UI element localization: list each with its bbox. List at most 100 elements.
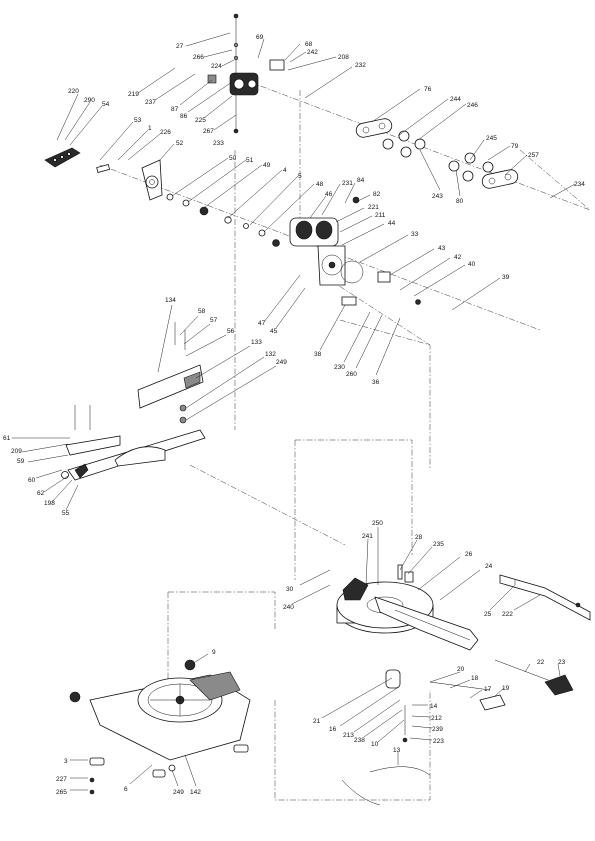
callout-87: 87 [171, 106, 179, 113]
callout-27: 27 [176, 43, 184, 50]
callout-47: 47 [258, 320, 266, 327]
callout-26: 26 [465, 551, 473, 558]
callout-80: 80 [456, 198, 464, 205]
callout-84: 84 [357, 177, 365, 184]
fence-assembly [61, 322, 206, 481]
callout-230: 230 [334, 364, 345, 371]
callout-52: 52 [176, 140, 184, 147]
motor-housing [289, 196, 421, 306]
callout-28: 28 [415, 534, 423, 541]
callout-59: 59 [17, 458, 25, 465]
callout-238: 238 [354, 737, 365, 744]
callout-133: 133 [251, 339, 262, 346]
callout-56: 56 [227, 328, 235, 335]
callout-242: 242 [307, 49, 318, 56]
arbor-arm [141, 159, 163, 201]
callout-249-bottom: 249 [173, 789, 184, 796]
callout-36: 36 [372, 379, 380, 386]
callout-3: 3 [64, 758, 68, 765]
callout-237: 237 [145, 99, 156, 106]
callout-43: 43 [438, 245, 446, 252]
callout-6: 6 [124, 786, 128, 793]
callout-246: 246 [467, 102, 478, 109]
callout-21: 21 [313, 718, 321, 725]
callout-16: 16 [329, 726, 337, 733]
laser-unit [44, 147, 111, 173]
rotating-table [336, 564, 479, 651]
callout-14: 14 [430, 703, 438, 710]
callout-243: 243 [432, 193, 443, 200]
callout-9: 9 [212, 649, 216, 656]
callout-257: 257 [528, 152, 539, 159]
handle-assembly [207, 13, 285, 134]
callout-222: 222 [502, 611, 513, 618]
callout-62: 62 [37, 490, 45, 497]
callout-76: 76 [424, 86, 432, 93]
callout-225: 225 [195, 117, 206, 124]
callout-226: 226 [160, 129, 171, 136]
callout-266: 266 [193, 54, 204, 61]
callout-223: 223 [433, 738, 444, 745]
callout-40: 40 [468, 261, 476, 268]
callout-labels: 27 266 224 69 68 242 208 232 219 237 87 … [3, 34, 585, 796]
callout-220: 220 [68, 88, 79, 95]
callout-209: 209 [11, 448, 22, 455]
callout-50: 50 [229, 155, 237, 162]
callout-53: 53 [134, 117, 142, 124]
callout-208: 208 [338, 54, 349, 61]
detent-spring [341, 705, 431, 806]
callout-240: 240 [283, 604, 294, 611]
callout-46: 46 [325, 191, 333, 198]
assembly-lines [99, 81, 591, 801]
callout-235: 235 [433, 541, 444, 548]
callout-221: 221 [368, 204, 379, 211]
callout-142: 142 [190, 789, 201, 796]
callout-60: 60 [28, 477, 36, 484]
callout-5: 5 [298, 173, 302, 180]
callout-33: 33 [411, 231, 419, 238]
base-assembly [69, 659, 251, 795]
callout-44: 44 [388, 220, 396, 227]
callout-23: 23 [558, 659, 566, 666]
callout-260: 260 [346, 371, 357, 378]
callout-198: 198 [44, 500, 55, 507]
callout-55: 55 [62, 510, 70, 517]
callout-219: 219 [128, 91, 139, 98]
callout-42: 42 [454, 254, 462, 261]
callout-57: 57 [210, 317, 218, 324]
callout-290: 290 [84, 97, 95, 104]
callout-4: 4 [283, 167, 287, 174]
callout-24: 24 [485, 563, 493, 570]
callout-212: 212 [431, 715, 442, 722]
callout-86: 86 [180, 113, 188, 120]
callout-10: 10 [371, 741, 379, 748]
callout-39: 39 [502, 274, 510, 281]
callout-30: 30 [286, 586, 294, 593]
callout-232: 232 [355, 62, 366, 69]
callout-227: 227 [56, 776, 67, 783]
callout-224: 224 [211, 63, 222, 70]
callout-25: 25 [484, 611, 492, 618]
callout-250: 250 [372, 520, 383, 527]
callout-244: 244 [450, 96, 461, 103]
callout-45: 45 [270, 328, 278, 335]
callout-19: 19 [502, 685, 510, 692]
callout-58: 58 [198, 308, 206, 315]
callout-82: 82 [373, 191, 381, 198]
callout-68: 68 [305, 41, 313, 48]
callout-18: 18 [471, 675, 479, 682]
callout-213: 213 [343, 732, 354, 739]
callout-233: 233 [213, 140, 224, 147]
chain-links [355, 118, 519, 189]
callout-132: 132 [265, 351, 276, 358]
lock-handle [385, 659, 574, 711]
callout-231: 231 [342, 180, 353, 187]
callout-13: 13 [393, 747, 401, 754]
callout-20: 20 [457, 666, 465, 673]
callout-61: 61 [3, 435, 11, 442]
callout-234: 234 [574, 181, 585, 188]
callout-22: 22 [537, 659, 545, 666]
callout-134: 134 [165, 297, 176, 304]
callout-1: 1 [148, 125, 152, 132]
